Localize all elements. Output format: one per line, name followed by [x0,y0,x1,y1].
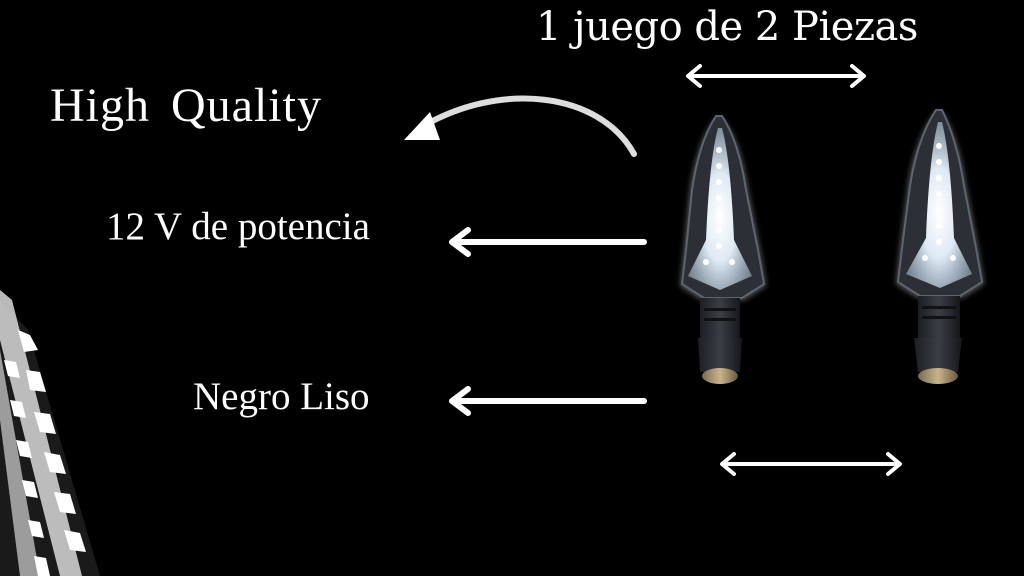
curved-arrow-icon [404,95,637,157]
led-indicator-right [896,109,984,384]
tire-tread-graphic [0,290,100,576]
arrow-left-icon-color [449,386,647,416]
feature-color: Negro Liso [193,375,370,418]
feature-quality: High Quality [50,79,322,132]
arrow-left-icon-voltage [449,227,647,257]
headline: 1 juego de 2 Piezas [536,4,918,50]
double-arrow-icon-top [686,64,866,88]
feature-voltage: 12 V de potencia [106,205,370,248]
double-arrow-icon-bottom [720,452,902,476]
led-indicator-left [680,115,766,384]
